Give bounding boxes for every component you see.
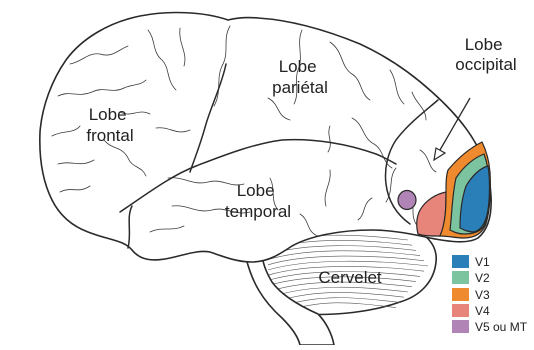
legend-swatch-v5: [452, 320, 469, 333]
legend-label-v4: V4: [475, 304, 490, 318]
legend-label-v3: V3: [475, 288, 490, 302]
label-occipital: Lobe occipital: [455, 35, 516, 74]
legend-swatch-v2: [452, 271, 469, 284]
legend-label-v2: V2: [475, 271, 490, 285]
legend-label-v1: V1: [475, 255, 490, 269]
legend-swatch-v4: [452, 304, 469, 317]
area-v5: [398, 191, 416, 210]
legend-swatch-v1: [452, 255, 469, 268]
label-cerebellum: Cervelet: [318, 268, 382, 287]
legend: V1 V2 V3 V4 V5 ou MT: [452, 255, 528, 334]
legend-label-v5: V5 ou MT: [475, 320, 528, 334]
legend-swatch-v3: [452, 288, 469, 301]
